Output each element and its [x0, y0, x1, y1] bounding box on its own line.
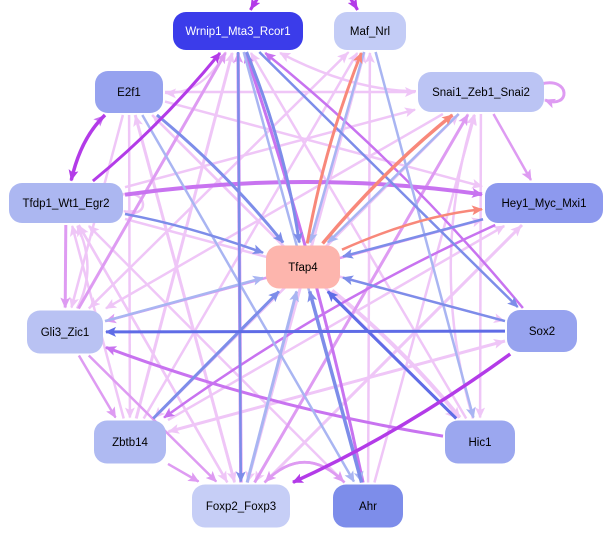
node-label: Tfdp1_Wt1_Egr2: [23, 198, 110, 210]
edge-Gli3_Zic1-to-Zbtb14: [77, 354, 117, 419]
edge-Tfap4-to-Maf_Nrl: [305, 52, 363, 244]
node-label: Hey1_Myc_Mxi1: [502, 198, 587, 210]
node-box: [9, 183, 123, 223]
node-box: [507, 310, 577, 352]
node-label: Tfap4: [288, 262, 318, 274]
node-label: Wrnip1_Mta3_Rcor1: [185, 26, 290, 38]
node-label: Sox2: [529, 326, 555, 338]
node-label: E2f1: [117, 87, 141, 99]
node-Snai1_Zeb1_Snai2: Snai1_Zeb1_Snai2: [418, 72, 544, 112]
edge-Zbtb14-to-Wrnip1_Mta3_Rcor1: [134, 52, 235, 419]
edge-Wrnip1_Mta3_Rcor1-to-Tfap4: [245, 51, 303, 244]
edge-Tfdp1_Wt1_Egr2-to-Wrnip1_Mta3_Rcor1: [91, 52, 222, 183]
edge-Ahr-to-Tfap4: [307, 290, 364, 483]
node-Gli3_Zic1: Gli3_Zic1: [27, 310, 103, 354]
node-layer: Wrnip1_Mta3_Rcor1 Maf_NrlSnai1_Zeb1_Snai2…: [9, 12, 603, 528]
edge-Snai1_Zeb1_Snai2-to-Gli3_Zic1: [105, 112, 444, 310]
edge-Foxp2_Foxp3-to-Snai1_Zeb1_Snai2: [253, 114, 469, 484]
edge-Gli3_Zic1-to-Foxp2_Foxp3: [87, 354, 218, 483]
edge-Gli3_Zic1-to-Tfap4: [104, 275, 264, 323]
node-label: Gli3_Zic1: [41, 327, 90, 339]
edge-Foxp2_Foxp3-to-Tfap4: [245, 290, 299, 483]
edge-Sox2-to-Gli3_Zic1: [105, 326, 506, 337]
node-Tfap4: Tfap4: [266, 245, 340, 289]
edge-Ahr-to-Foxp2_Foxp3: [264, 461, 346, 484]
edge-Foxp2_Foxp3-to-Tfdp1_Wt1_Egr2: [78, 225, 229, 484]
edge-Zbtb14-to-Hey1_Myc_Mxi1: [167, 224, 506, 422]
node-Foxp2_Foxp3: Foxp2_Foxp3: [192, 484, 290, 528]
node-box: [94, 420, 166, 464]
node-Maf_Nrl: Maf_Nrl: [334, 12, 406, 50]
node-Tfdp1_Wt1_Egr2: Tfdp1_Wt1_Egr2: [9, 183, 123, 223]
edge-Maf_Nrl-to-Wrnip1_Mta3_Rcor1: [249, 0, 359, 11]
node-Sox2: Sox2: [507, 310, 577, 352]
edge-Zbtb14-to-Foxp2_Foxp3: [167, 462, 200, 483]
edge-Gli3_Zic1-to-Wrnip1_Mta3_Rcor1: [77, 52, 227, 310]
edge-Tfap4-to-Snai1_Zeb1_Snai2: [321, 113, 454, 245]
node-E2f1: E2f1: [95, 71, 163, 113]
edge-Tfdp1_Wt1_Egr2-to-Hey1_Myc_Mxi1: [124, 180, 483, 198]
edge-Tfdp1_Wt1_Egr2-to-E2f1: [69, 115, 105, 182]
edge-Maf_Nrl-to-Tfap4: [307, 51, 366, 244]
node-box: [192, 484, 290, 528]
node-label: Ahr: [359, 501, 377, 513]
edge-Tfap4-to-Hey1_Myc_Mxi1: [341, 205, 483, 251]
node-box: [418, 72, 544, 112]
node-label: Foxp2_Foxp3: [206, 501, 276, 513]
edge-E2f1-to-Tfap4: [155, 113, 285, 244]
edge-Snai1_Zeb1_Snai2-to-Tfap4: [327, 113, 460, 244]
edge-Hey1_Myc_Mxi1-to-Tfap4: [342, 217, 484, 259]
edge-Tfdp1_Wt1_Egr2-to-Snai1_Zeb1_Snai2: [124, 107, 416, 189]
edge-Wrnip1_Mta3_Rcor1-to-Sox2: [258, 51, 519, 308]
node-box: [266, 245, 340, 289]
edge-Hic1-to-Wrnip1_Mta3_Rcor1: [249, 52, 468, 420]
edge-Sox2-to-Foxp2_Foxp3: [292, 352, 512, 484]
node-label: Hic1: [468, 437, 491, 449]
edge-Tfap4-to-Hic1: [330, 288, 462, 419]
node-Zbtb14: Zbtb14: [94, 420, 166, 464]
edge-Tfdp1_Wt1_Egr2-to-Gli3_Zic1: [60, 224, 71, 309]
node-box: [173, 12, 303, 50]
node-box: [334, 12, 406, 50]
edge-Zbtb14-to-Tfap4: [152, 290, 280, 420]
edge-Ahr-to-Maf_Nrl: [364, 52, 375, 483]
node-label: Zbtb14: [112, 437, 148, 449]
edge-Snai1_Zeb1_Snai2-to-Hey1_Myc_Mxi1: [492, 113, 532, 181]
node-Hic1: Hic1: [445, 420, 515, 464]
node-label: Snai1_Zeb1_Snai2: [432, 87, 530, 99]
edge-E2f1-to-Ahr: [141, 114, 355, 483]
node-box: [95, 71, 163, 113]
edge-Tfdp1_Wt1_Egr2-to-Tfap4: [124, 212, 264, 255]
edge-Hey1_Myc_Mxi1-to-Zbtb14: [163, 223, 496, 419]
edge-Wrnip1_Mta3_Rcor1-to-Maf_Nrl: [249, 0, 359, 11]
edge-Snai1_Zeb1_Snai2-to-Snai1_Zeb1_Snai2: [540, 81, 566, 109]
node-box: [445, 420, 515, 464]
node-label: Maf_Nrl: [350, 26, 390, 38]
edge-Wrnip1_Mta3_Rcor1-to-Foxp2_Foxp3: [235, 51, 246, 483]
node-box: [27, 310, 103, 354]
node-Wrnip1_Mta3_Rcor1: Wrnip1_Mta3_Rcor1: [173, 12, 303, 50]
edge-Sox2-to-Tfap4: [342, 275, 506, 323]
edge-Snai1_Zeb1_Snai2-to-Hic1: [475, 113, 486, 419]
node-box: [485, 183, 603, 223]
node-box: [333, 484, 403, 528]
node-Hey1_Myc_Mxi1: Hey1_Myc_Mxi1: [485, 183, 603, 223]
edge-E2f1-to-Tfdp1_Wt1_Egr2: [68, 113, 107, 181]
node-Ahr: Ahr: [333, 484, 403, 528]
